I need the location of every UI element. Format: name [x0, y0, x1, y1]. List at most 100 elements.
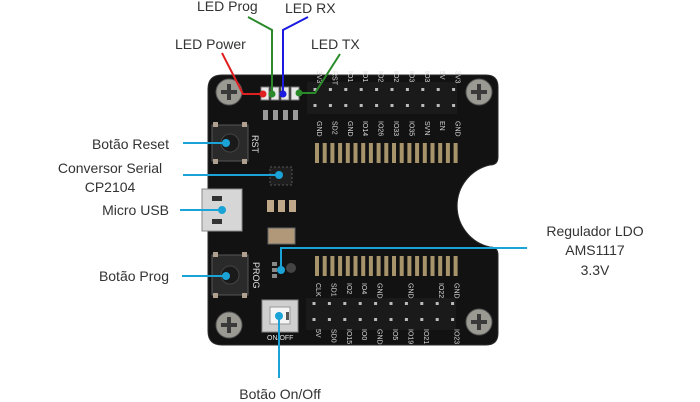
header-pin [359, 104, 363, 107]
module-pad [445, 143, 450, 163]
label-ldo-line2: AMS1117 [565, 242, 625, 258]
pin-label: IO0 [360, 329, 367, 340]
pin-label: CLK [314, 283, 321, 297]
module-pad [430, 143, 435, 163]
header-pin [328, 88, 332, 91]
header-pin [389, 302, 393, 305]
header-pin [313, 104, 317, 107]
pin-label: GND [376, 283, 383, 299]
module-pad [392, 143, 396, 163]
screw-icon [465, 78, 493, 106]
pin-label: IO19 [406, 329, 413, 344]
pin-label: IO26 [377, 121, 384, 136]
header-pin [405, 104, 409, 107]
header-pin [420, 318, 424, 321]
header-pin [327, 302, 331, 305]
label-prog-button: Botão Prog [98, 268, 169, 284]
header-pin [389, 318, 393, 321]
header-pin [421, 88, 425, 91]
module-pad [315, 143, 319, 163]
callout-led-rx [282, 16, 309, 94]
header-pin [344, 104, 348, 107]
header-pin [421, 104, 425, 107]
header-pin [359, 88, 363, 91]
pin-label: SD2 [330, 121, 337, 135]
pin-label: SD1 [329, 283, 336, 297]
module-pad [430, 256, 435, 276]
module-pad [353, 143, 358, 163]
pin-label: GND [453, 283, 460, 299]
module-pad [322, 256, 327, 276]
pin-label: IO14 [361, 121, 368, 136]
module-pad [399, 256, 404, 276]
pcb-board [207, 74, 499, 346]
callout-led-prog [247, 16, 273, 94]
module-pad [338, 256, 343, 276]
header-pin [312, 302, 316, 305]
label-led-rx: LED RX [285, 0, 336, 16]
label-serial-line1: Conversor Serial [57, 160, 163, 176]
top-pin-header [307, 82, 457, 114]
module-pad [392, 256, 396, 276]
module-pad [438, 143, 443, 163]
header-pin [313, 88, 317, 91]
smd-capacitors [267, 200, 296, 245]
module-pad [453, 143, 458, 163]
module-pads-bottom [315, 256, 458, 276]
pin-label: IO3 [423, 71, 430, 82]
module-pad [384, 256, 389, 276]
module-pad [353, 256, 358, 276]
module-pad [376, 143, 381, 163]
header-pin [312, 318, 316, 321]
header-pin [343, 318, 347, 321]
header-pin [451, 318, 455, 321]
header-pin [435, 302, 439, 305]
header-pin [390, 88, 394, 91]
label-ldo-line3: 3.3V [580, 262, 610, 278]
pin-label: IO2 [392, 71, 399, 82]
label-onoff-button: Botão On/Off [239, 386, 321, 402]
module-pads-top [315, 143, 458, 163]
module-pad [376, 256, 381, 276]
module-pad [438, 256, 443, 276]
pin-label: IO23 [453, 329, 460, 344]
module-pad [368, 256, 373, 276]
pin-label: IO1 [346, 71, 353, 82]
header-pin [343, 302, 347, 305]
label-reset-button: Botão Reset [91, 136, 169, 152]
header-pin [375, 88, 379, 91]
prog-silkscreen: PROG [251, 262, 261, 289]
pin-label: IO21 [422, 329, 429, 344]
label-led-power: LED Power [175, 36, 246, 52]
module-pad [361, 256, 366, 276]
header-pin [327, 318, 331, 321]
screw-icon [215, 311, 243, 339]
module-pad [407, 256, 412, 276]
header-pin [404, 302, 408, 305]
header-pin [374, 318, 378, 321]
module-pad [322, 143, 327, 163]
pin-label: 5V [438, 71, 445, 80]
pin-label: GND [346, 121, 353, 137]
pin-label: IO2 [345, 283, 352, 294]
pin-label: GND [376, 329, 383, 345]
screw-icon [465, 308, 493, 336]
pin-label: IO15 [345, 329, 352, 344]
module-pad [445, 256, 450, 276]
label-led-prog: LED Prog [197, 0, 258, 14]
header-pin [390, 104, 394, 107]
screw-icon [215, 78, 243, 106]
reset-button[interactable] [211, 122, 249, 164]
module-pad [415, 143, 420, 163]
bottom-pin-header [306, 298, 456, 330]
pin-label: IO33 [392, 121, 399, 136]
module-pad [330, 256, 335, 276]
module-pad [330, 143, 335, 163]
header-pin [420, 302, 424, 305]
ldo-regulator [272, 262, 296, 278]
label-ldo-line1: Regulador LDO [546, 223, 644, 239]
pin-label: IO2 [377, 71, 384, 82]
module-pad [368, 143, 373, 163]
